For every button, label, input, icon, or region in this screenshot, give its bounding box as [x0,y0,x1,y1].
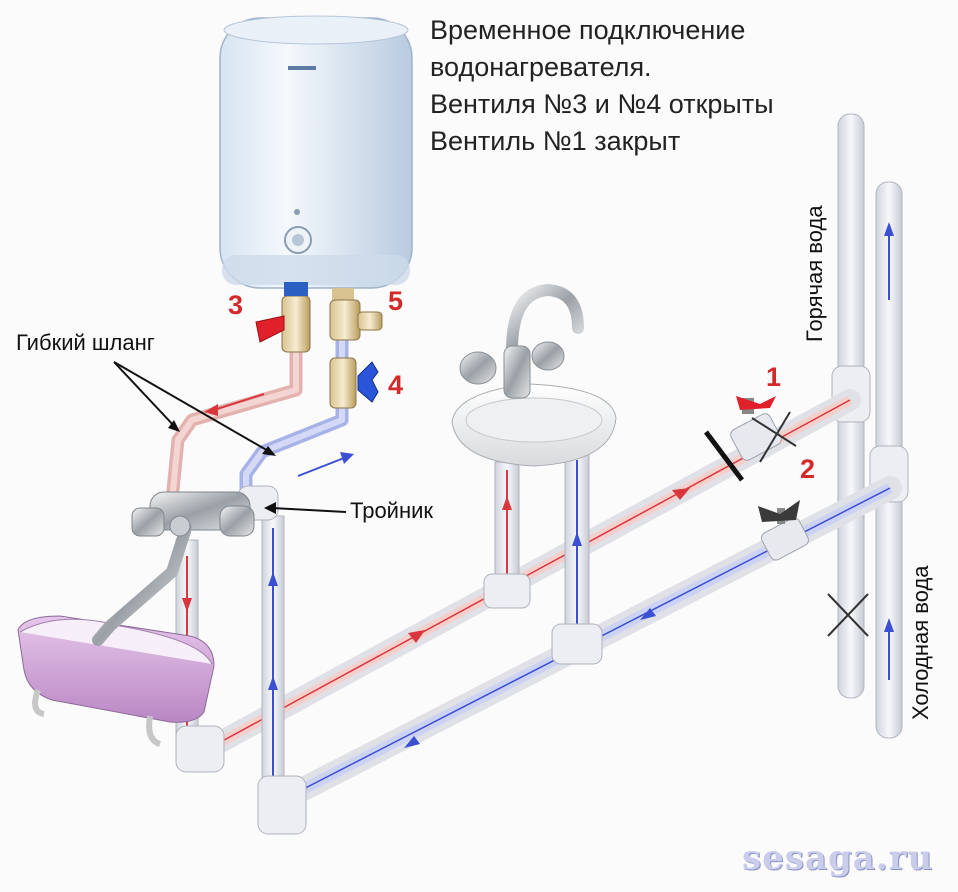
valve-number-4: 4 [388,370,404,400]
valve-4 [329,357,379,409]
label-leaders [113,361,347,514]
valve-number-5: 5 [388,286,404,316]
title-line-3: Вентиля №3 и №4 открыты [430,89,774,119]
valve-3 [255,282,311,353]
flex-hose-label: Гибкий шланг [16,330,155,355]
sink-cold-pipe [551,449,603,665]
tee-cold-pipe [237,485,307,835]
diagram-title: Временное подключение водонагревателя. В… [430,12,774,160]
hot-water-label: Горячая вода [802,205,827,342]
valve-1 [704,396,797,482]
watermark: sesaga.ru [742,838,934,878]
tee-label: Тройник [350,498,434,523]
valve-cold-main [758,500,809,561]
valve-number-1: 1 [766,362,782,392]
water-heater [219,15,413,289]
title-line-4: Вентиль №1 закрыт [430,126,681,156]
valve-number-2: 2 [800,454,816,484]
bath-mixer [92,491,255,646]
bathtub [17,615,215,747]
valve-number-3: 3 [228,290,244,320]
sink-hot-pipe [483,461,531,609]
title-line-2: водонагревателя. [430,52,652,82]
title-line-1: Временное подключение [430,15,746,45]
flex-hose-hot [165,296,303,501]
cold-water-label: Холодная вода [908,565,933,720]
washbasin [451,283,617,467]
valve-5 [329,288,383,341]
